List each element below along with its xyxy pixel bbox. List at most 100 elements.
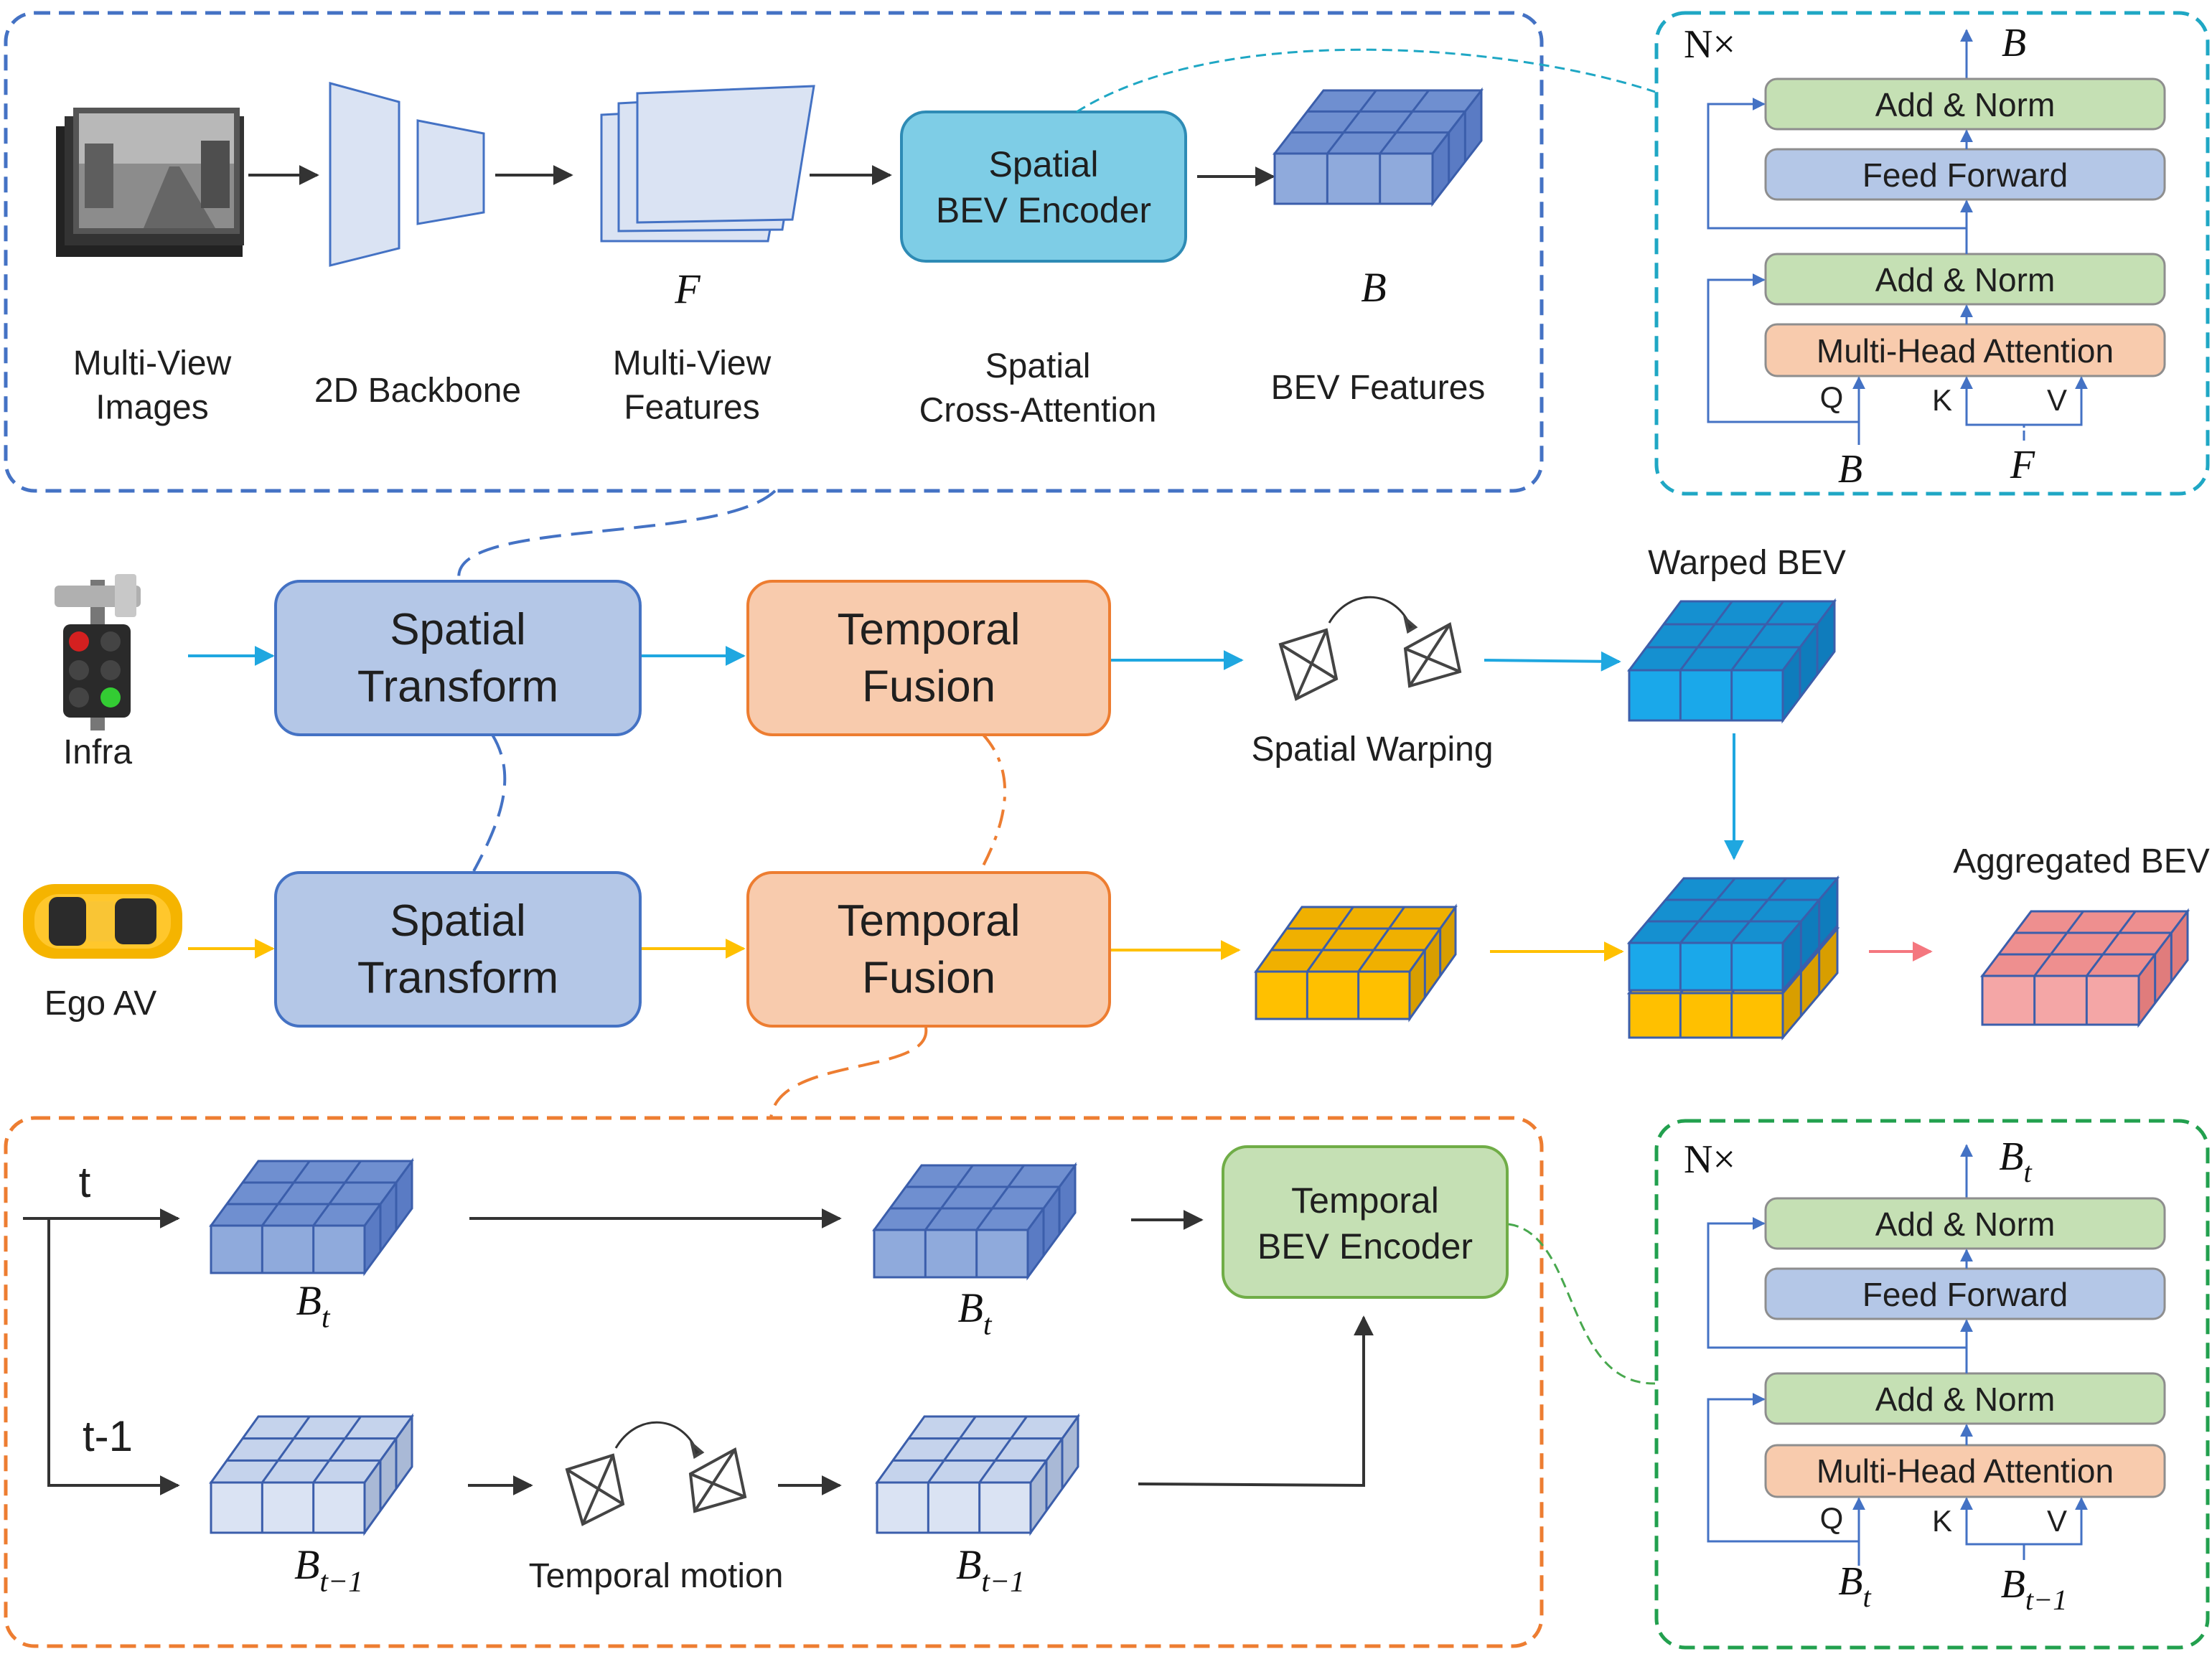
feature-maps-stack <box>600 85 815 243</box>
stacked-bev-cuboid <box>1626 875 1840 1041</box>
ego-temporal-fusion-box <box>746 871 1111 1028</box>
cube-grid-line <box>261 1160 311 1226</box>
features-symbol: F <box>674 266 700 312</box>
cube-front-face <box>210 1224 366 1274</box>
bev-symbol: B <box>1361 264 1386 311</box>
warped-bev-label: Warped BEV <box>1648 544 1846 582</box>
cube-grid-line <box>978 1416 1028 1483</box>
spatial-encoder-detail-panel <box>1654 11 2210 496</box>
car-icon <box>23 884 182 959</box>
bt-symbol-2: Bt <box>957 1284 992 1341</box>
spatial-add-norm-bottom <box>1764 253 2166 306</box>
backbone-trapezoid-large <box>329 82 400 267</box>
spatial-attention <box>1764 323 2166 377</box>
temporal-v-label: V <box>2047 1504 2067 1538</box>
spatial-detail-connectors <box>1707 98 2088 445</box>
bt1-cuboid-2 <box>875 1413 1080 1536</box>
cube-front-face <box>1628 941 1784 992</box>
cube-front-face <box>1628 669 1784 722</box>
cube-grid-line <box>927 1416 977 1483</box>
arrow-warp-warped-bev <box>1484 651 1621 672</box>
cube-grid-line <box>924 1165 974 1231</box>
bt1-symbol-1: Bt−1 <box>294 1541 363 1598</box>
warped-bev-cuboid <box>1627 598 1837 724</box>
cube-front-face <box>1273 152 1434 205</box>
ego-av-label: Ego AV <box>44 985 157 1023</box>
infra-spatial-transform-box <box>274 580 642 736</box>
spatial-output-symbol: B <box>2002 21 2026 65</box>
temporal-bev-encoder-box <box>1222 1145 1509 1299</box>
cube-grid-line <box>312 1160 362 1226</box>
cube-grid-line <box>1730 601 1784 671</box>
spatial-add-norm-top <box>1764 77 2166 131</box>
cube-grid-line <box>312 1416 362 1483</box>
cube-front-face <box>1628 992 1784 1039</box>
cube-grid-line <box>2033 911 2084 977</box>
cube-grid-line <box>1679 601 1733 671</box>
cube-front-face <box>1255 970 1411 1020</box>
t1-label: t-1 <box>83 1412 133 1460</box>
temporal-attention <box>1764 1444 2166 1498</box>
top-panel-border <box>4 11 1544 493</box>
ego-bev-cuboid <box>1254 903 1458 1023</box>
backbone-trapezoid-small <box>416 119 485 225</box>
temporal-k-label: K <box>1932 1504 1952 1538</box>
bottom-panel-border <box>4 1116 1544 1648</box>
cube-grid-line <box>975 1165 1025 1231</box>
bt-symbol-1: Bt <box>296 1277 330 1334</box>
spatial-bev-encoder-box <box>900 111 1187 263</box>
traffic-light-icon <box>55 574 141 730</box>
t-label: t <box>79 1158 91 1206</box>
cube-grid-line <box>1357 906 1405 972</box>
temporal-add-norm-bottom-label: Add & Norm <box>1875 1381 2056 1418</box>
spatial-attention-label: Multi-Head Attention <box>1817 332 2114 370</box>
warp-icon <box>1278 596 1462 701</box>
cube-front-face <box>1981 974 2140 1026</box>
connector-spatial-transforms <box>472 733 507 872</box>
temporal-q-label: Q <box>1820 1501 1844 1535</box>
temporal-feed-forward <box>1764 1267 2166 1320</box>
temporal-add-norm-bottom <box>1764 1372 2166 1425</box>
bt1-symbol-2: Bt−1 <box>956 1541 1025 1598</box>
cube-grid-line <box>1306 906 1354 972</box>
infra-temporal-fusion-box <box>746 580 1111 736</box>
warp-icon <box>565 1421 747 1526</box>
spatial-add-norm-bottom-label: Add & Norm <box>1875 261 2056 299</box>
temporal-detail-connectors <box>1707 1217 2088 1566</box>
temporal-feed-forward-label: Feed Forward <box>1862 1276 2068 1313</box>
cube-grid-line <box>2086 911 2137 977</box>
spatial-feed-forward <box>1764 148 2166 201</box>
connector-top-panel-spatial <box>457 489 777 582</box>
bt1-cuboid-1 <box>209 1413 414 1536</box>
temporal-add-norm-top-label: Add & Norm <box>1875 1206 2056 1243</box>
aggregated-bev-cuboid <box>1979 908 2190 1028</box>
bt-cuboid-2 <box>872 1162 1077 1281</box>
ego-spatial-transform-box <box>274 871 642 1028</box>
temporal-repeat-label: N× <box>1684 1137 1735 1182</box>
spatial-repeat-label: N× <box>1684 22 1735 67</box>
spatial-k-label: K <box>1932 383 1952 417</box>
bt-cuboid-1 <box>209 1157 414 1277</box>
cube-grid-line <box>1730 878 1787 944</box>
cube-front-face <box>210 1481 366 1534</box>
cube-grid-line <box>261 1416 311 1483</box>
bev-features-cuboid <box>1272 87 1484 207</box>
spatial-input-q-symbol: B <box>1838 447 1862 492</box>
cube-grid-line <box>1379 90 1430 154</box>
cube-front-face <box>876 1481 1032 1534</box>
temporal-attention-label: Multi-Head Attention <box>1817 1452 2114 1490</box>
spatial-feed-forward-label: Feed Forward <box>1862 156 2068 194</box>
spatial-q-label: Q <box>1820 380 1844 414</box>
spatial-v-label: V <box>2047 383 2067 417</box>
connector-temporal-fusions <box>979 733 1006 872</box>
temporal-encoder-detail-panel <box>1654 1119 2210 1650</box>
spatial-add-norm-top-label: Add & Norm <box>1875 86 2056 123</box>
connector-temporal-fusion-panel <box>769 1027 928 1120</box>
